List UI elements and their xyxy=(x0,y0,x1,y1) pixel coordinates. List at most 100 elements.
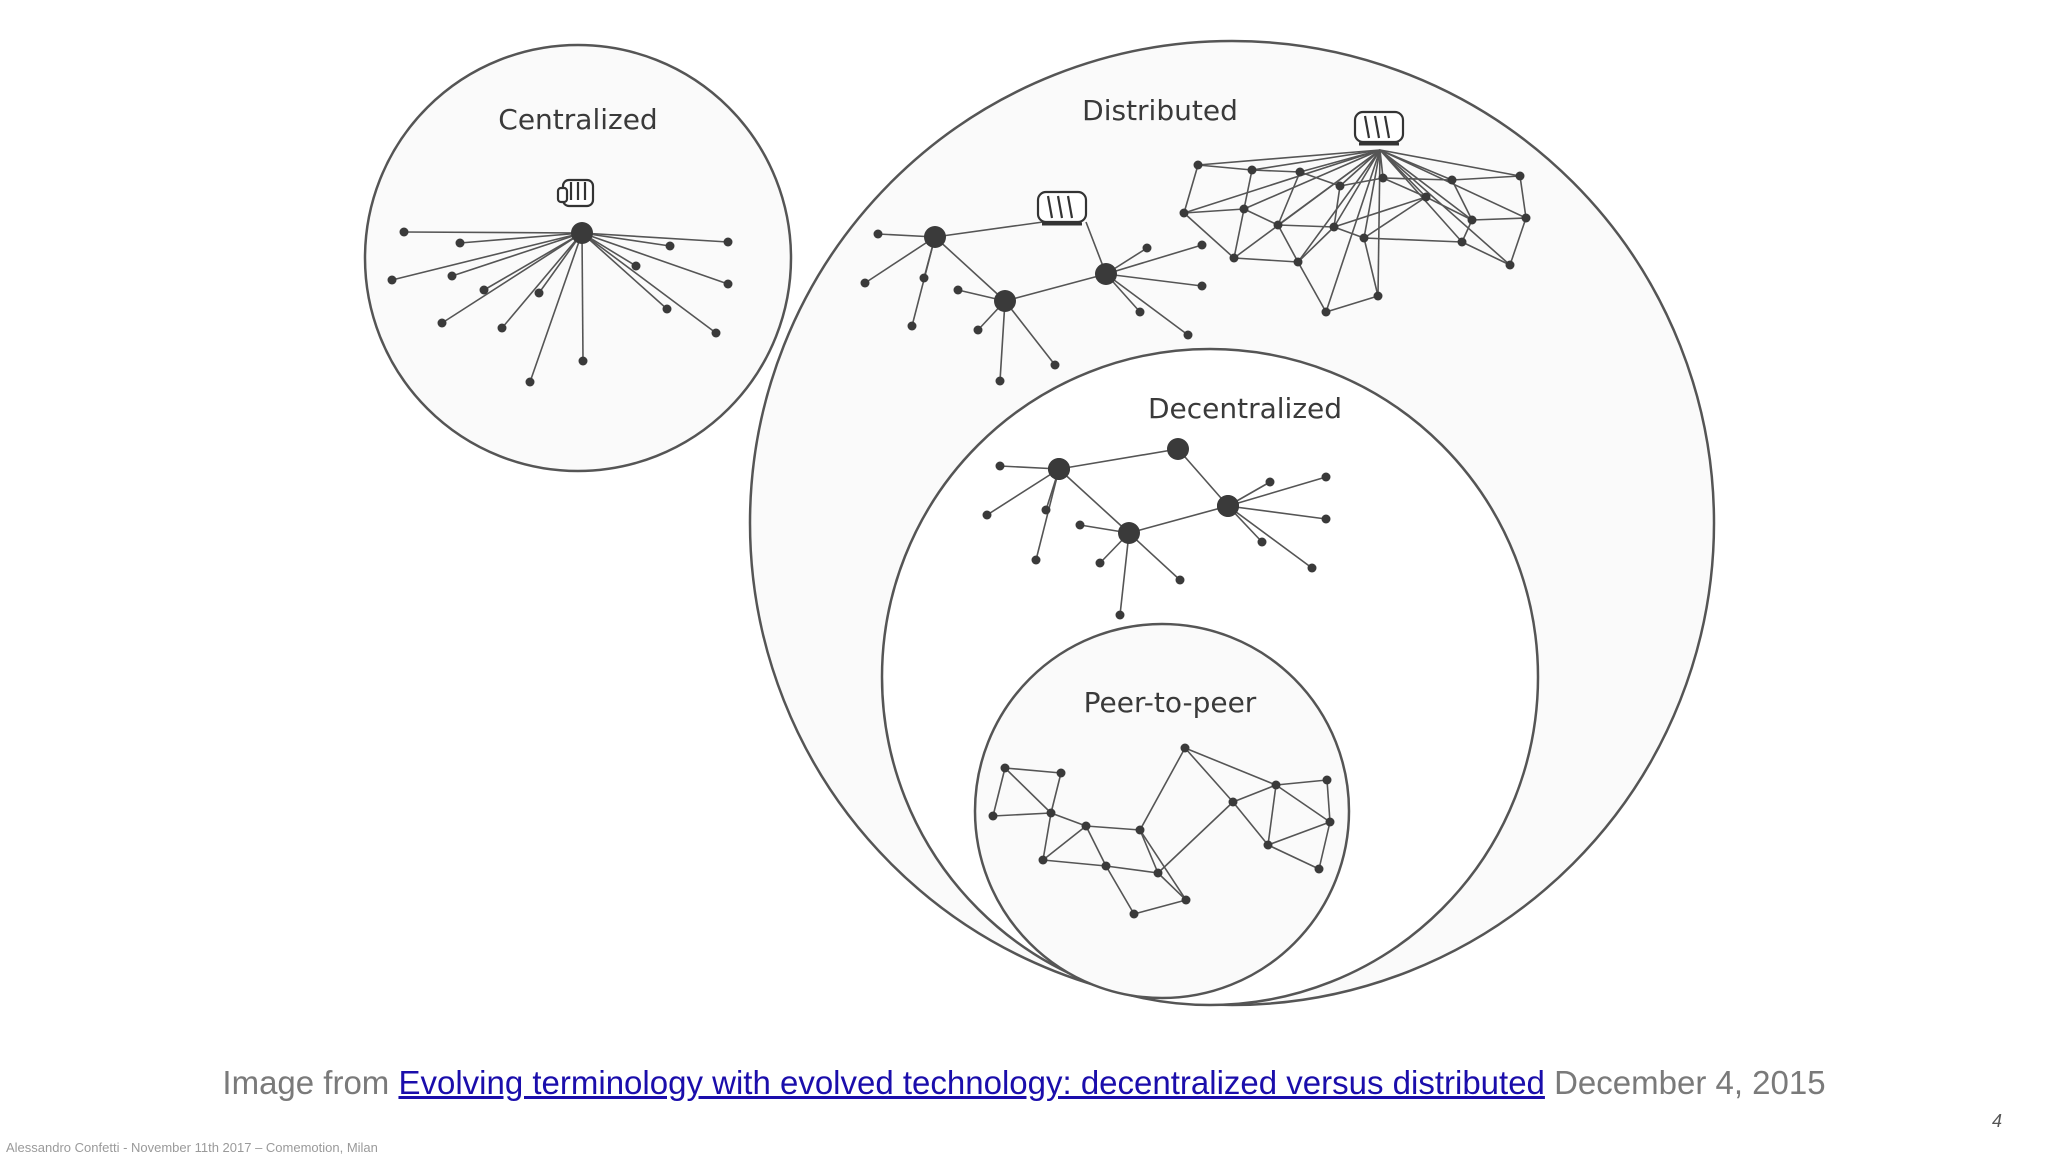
network-edge xyxy=(1451,175,1521,181)
network-node xyxy=(447,271,457,281)
network-edge xyxy=(1177,448,1229,507)
network-edge xyxy=(1243,149,1381,210)
network-edge xyxy=(1058,468,1130,534)
network-edge xyxy=(483,232,583,291)
network-nodes xyxy=(387,160,1531,919)
network-edge xyxy=(1461,241,1511,266)
network-edge xyxy=(581,232,671,247)
network-edge xyxy=(1377,149,1381,297)
network-edge xyxy=(1105,273,1189,336)
footer-credit: Alessandro Confetti - November 11th 2017… xyxy=(6,1140,378,1155)
network-edge xyxy=(1251,169,1301,173)
fist-icon xyxy=(1036,190,1088,226)
network-node xyxy=(1075,520,1085,530)
network-node xyxy=(455,238,465,248)
network-node xyxy=(1115,610,1125,620)
network-edge xyxy=(1085,825,1141,831)
network-edge xyxy=(1275,784,1331,823)
network-node xyxy=(1307,563,1317,573)
network-node xyxy=(1335,181,1345,191)
network-edge xyxy=(1425,196,1473,221)
network-node xyxy=(953,285,963,295)
network-edge xyxy=(1275,779,1328,786)
network-node xyxy=(1180,743,1190,753)
network-edge xyxy=(1233,149,1381,259)
hub-node xyxy=(1167,438,1189,460)
fist-icon xyxy=(556,178,595,208)
network-edge xyxy=(1471,217,1527,221)
network-edge xyxy=(1133,899,1187,915)
network-edge xyxy=(1451,179,1473,221)
network-node xyxy=(1000,763,1010,773)
network-edge xyxy=(992,767,1006,817)
network-edge xyxy=(986,468,1060,516)
network-edge xyxy=(1139,829,1159,874)
network-edge xyxy=(1363,237,1463,243)
network-edge xyxy=(1267,784,1277,846)
network-edge xyxy=(1299,171,1341,187)
hub-node xyxy=(1118,522,1140,544)
network-node xyxy=(860,278,870,288)
network-edge xyxy=(1197,149,1381,166)
page-number: 4 xyxy=(1992,1111,2003,1131)
network-edge xyxy=(1277,171,1301,226)
network-edge xyxy=(1004,767,1052,814)
network-edge xyxy=(1379,149,1463,243)
centralized-label: Centralized xyxy=(498,103,657,136)
network-node xyxy=(1295,167,1305,177)
network-edge xyxy=(1105,273,1203,287)
network-edge xyxy=(1363,237,1379,297)
network-node xyxy=(1135,825,1145,835)
network-node xyxy=(479,285,489,295)
network-edge xyxy=(1128,505,1229,534)
network-edge xyxy=(1339,177,1384,187)
network-edge xyxy=(1004,767,1062,774)
network-node xyxy=(665,241,675,251)
network-edge xyxy=(1277,224,1335,228)
hub-node xyxy=(1217,495,1239,517)
network-edge xyxy=(1379,149,1521,177)
network-edge xyxy=(538,232,583,294)
network-node xyxy=(995,461,1005,471)
network-edge xyxy=(1243,208,1279,226)
network-edge xyxy=(1050,812,1087,827)
hub-node xyxy=(1095,263,1117,285)
network-node xyxy=(1081,821,1091,831)
network-edge xyxy=(1119,532,1130,616)
network-edge xyxy=(1232,801,1269,846)
network-node xyxy=(1515,171,1525,181)
network-node xyxy=(1175,575,1185,585)
network-edge xyxy=(1325,295,1379,313)
network-node xyxy=(1293,257,1303,267)
network-edge xyxy=(864,236,936,284)
network-edge xyxy=(1382,177,1453,181)
network-node xyxy=(1229,253,1239,263)
peer-to-peer-label: Peer-to-peer xyxy=(1084,686,1257,719)
network-edge xyxy=(1509,217,1527,266)
network-node xyxy=(907,321,917,331)
network-edge xyxy=(1333,185,1341,228)
network-node xyxy=(1521,213,1531,223)
network-edge xyxy=(1042,859,1107,867)
network-edge xyxy=(1042,825,1087,861)
network-edge xyxy=(1105,865,1135,915)
network-edge xyxy=(934,221,1044,238)
network-edge xyxy=(1519,175,1527,219)
network-node xyxy=(1263,840,1273,850)
network-edge xyxy=(1139,747,1186,831)
network-edge xyxy=(581,232,717,334)
network-edge xyxy=(1183,164,1199,214)
source-article-link[interactable]: Evolving terminology with evolved techno… xyxy=(398,1064,1545,1101)
network-node xyxy=(534,288,544,298)
network-edge xyxy=(1333,149,1381,228)
network-edge xyxy=(1379,149,1473,221)
network-edge xyxy=(1105,865,1159,874)
network-edges xyxy=(391,149,1527,915)
network-node xyxy=(1197,240,1207,250)
network-edge xyxy=(1157,872,1187,901)
network-node xyxy=(578,356,588,366)
network-edge xyxy=(459,232,583,244)
network-node xyxy=(1247,165,1257,175)
network-edge xyxy=(501,232,583,329)
